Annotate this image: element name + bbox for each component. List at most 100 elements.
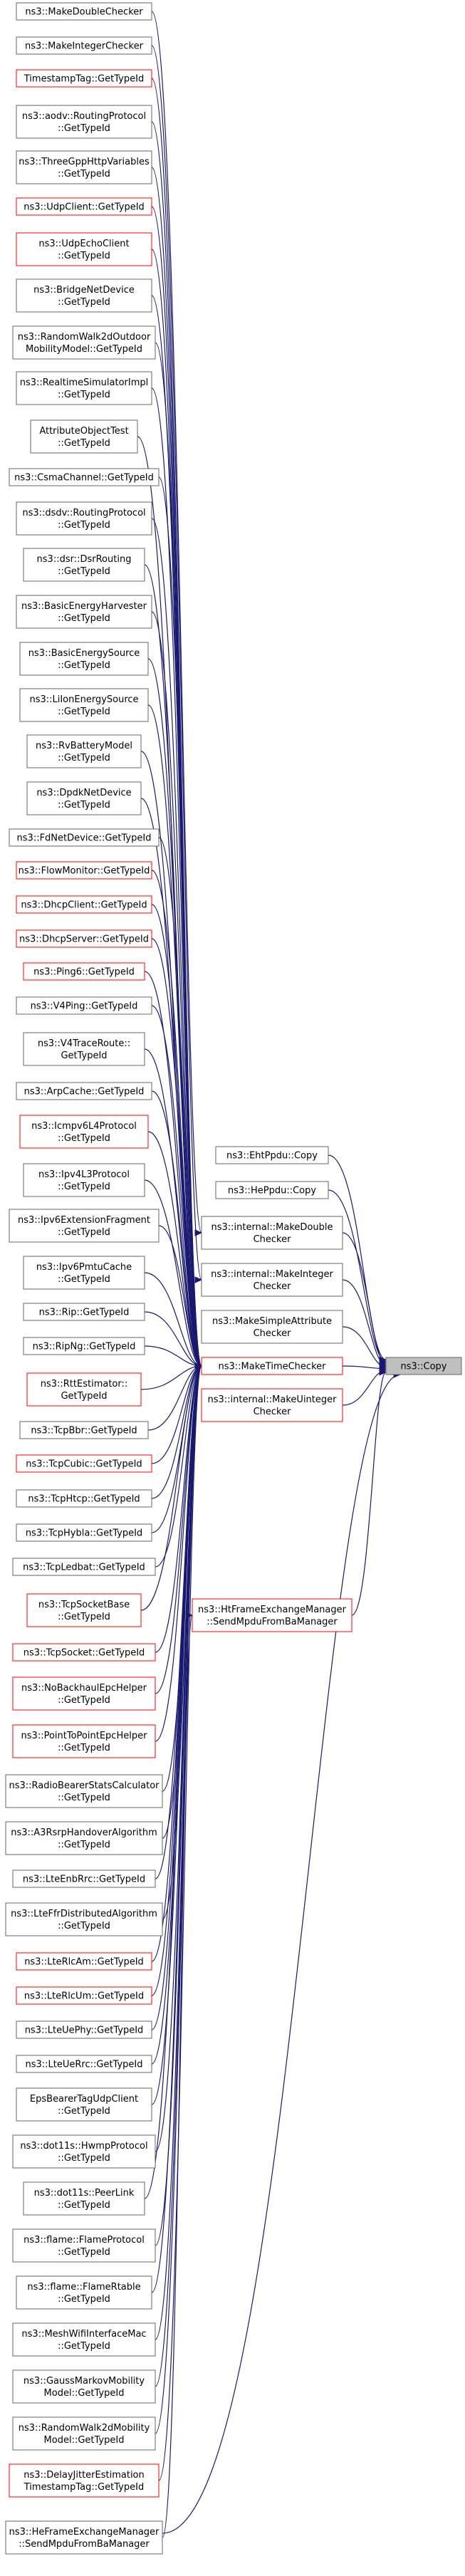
caller-node[interactable]: ns3::UdpClient::GetTypeId <box>16 197 152 216</box>
node-label: ns3::BasicEnergyHarvester <box>21 601 147 612</box>
caller-node[interactable]: ns3::aodv::RoutingProtocol::GetTypeId <box>16 105 152 139</box>
node-label: TimestampTag::GetTypeId <box>23 74 144 85</box>
caller-node[interactable]: ns3::V4TraceRoute::GetTypeId <box>23 1032 145 1066</box>
caller-node[interactable]: ns3::LteUeRrc::GetTypeId <box>16 2055 152 2073</box>
intermediate-node[interactable]: ns3::EhtPpdu::Copy <box>215 1146 329 1164</box>
node-label: ns3::TcpCubic::GetTypeId <box>26 1459 142 1470</box>
node-label: ns3::HtFrameExchangeManager <box>198 1605 347 1615</box>
caller-node[interactable]: ns3::LiIonEnergySource::GetTypeId <box>19 688 149 722</box>
caller-node[interactable]: ns3::TcpHybla::GetTypeId <box>16 1523 152 1542</box>
caller-node[interactable]: ns3::Icmpv6L4Protocol::GetTypeId <box>19 1115 149 1149</box>
caller-node[interactable]: ns3::flame::FlameProtocol::GetTypeId <box>12 2228 156 2263</box>
node-label: GetTypeId <box>61 1050 107 1061</box>
caller-node[interactable]: AttributeObjectTest::GetTypeId <box>30 419 138 454</box>
caller-node[interactable]: ns3::dot11s::HwmpProtocol::GetTypeId <box>12 2134 156 2169</box>
node-label: ns3::TcpHybla::GetTypeId <box>26 1528 142 1539</box>
caller-node[interactable]: ns3::CsmaChannel::GetTypeId <box>9 468 160 486</box>
caller-node[interactable]: ns3::FdNetDevice::GetTypeId <box>9 828 160 847</box>
caller-node[interactable]: ns3::RipNg::GetTypeId <box>23 1337 145 1355</box>
caller-node[interactable]: ns3::TcpLedbat::GetTypeId <box>12 1558 156 1576</box>
intermediate-node[interactable]: ns3::HePpdu::Copy <box>215 1181 329 1199</box>
caller-node[interactable]: ns3::A3RsrpHandoverAlgorithm::GetTypeId <box>5 1821 163 1855</box>
node-label: Checker <box>254 1407 292 1417</box>
node-box <box>16 150 152 184</box>
caller-node[interactable]: ns3::Ipv6PmtuCache::GetTypeId <box>23 1256 145 1290</box>
caller-node[interactable]: ns3::LteEnbRrc::GetTypeId <box>12 1870 156 1888</box>
intermediate-node[interactable]: ns3::internal::MakeIntegerChecker <box>201 1263 343 1297</box>
node-box <box>16 501 152 536</box>
caller-node[interactable]: TimestampTag::GetTypeId <box>16 69 152 88</box>
caller-node[interactable]: ns3::V4Ping::GetTypeId <box>16 996 152 1015</box>
node-box <box>16 36 152 55</box>
caller-node[interactable]: ns3::TcpCubic::GetTypeId <box>16 1454 152 1473</box>
caller-node[interactable]: ns3::PointToPointEpcHelper::GetTypeId <box>12 1724 156 1758</box>
caller-node[interactable]: ns3::BasicEnergySource::GetTypeId <box>19 642 149 676</box>
node-box <box>9 828 160 847</box>
node-label: ns3::ThreeGppHttpVariables <box>19 157 150 167</box>
caller-node[interactable]: ns3::TcpBbr::GetTypeId <box>19 1421 149 1439</box>
edge-line <box>342 1279 387 1366</box>
edge-line <box>140 1365 202 1611</box>
caller-node[interactable]: ns3::dsdv::RoutingProtocol::GetTypeId <box>16 501 152 536</box>
edge-line <box>328 1154 387 1360</box>
caller-node[interactable]: ns3::FlowMonitor::GetTypeId <box>16 861 152 880</box>
caller-node[interactable]: ns3::MeshWifiInterfaceMac::GetTypeId <box>12 2322 156 2357</box>
node-label: ns3::V4Ping::GetTypeId <box>31 1001 138 1012</box>
caller-node[interactable]: ns3::HeFrameExchangeManager::SendMpduFro… <box>5 2520 163 2555</box>
caller-node[interactable]: ns3::RttEstimator::GetTypeId <box>26 1372 142 1407</box>
caller-node[interactable]: ns3::DelayJitterEstimationTimestampTag::… <box>9 2463 160 2498</box>
node-box <box>12 1643 156 1662</box>
caller-node[interactable]: ns3::MakeDoubleChecker <box>16 2 152 21</box>
node-label: ::GetTypeId <box>58 1274 110 1285</box>
caller-node[interactable]: ns3::RandomWalk2dMobilityModel::GetTypeI… <box>12 2416 156 2451</box>
caller-node[interactable]: EpsBearerTagUdpClient::GetTypeId <box>16 2087 152 2122</box>
call-edges <box>137 11 402 2538</box>
node-label: ns3::flame::FlameProtocol <box>23 2235 145 2246</box>
caller-node[interactable]: ns3::NoBackhaulEpcHelper::GetTypeId <box>12 1677 156 1711</box>
intermediate-node[interactable]: ns3::HtFrameExchangeManager::SendMpduFro… <box>192 1598 352 1632</box>
caller-node[interactable]: ns3::RealtimeSimulatorImpl::GetTypeId <box>16 371 152 405</box>
node-label: ns3::internal::MakeUinteger <box>208 1394 338 1405</box>
node-label: ns3::BasicEnergySource <box>28 648 140 659</box>
edge-line <box>162 1374 401 2534</box>
node-label: ::GetTypeId <box>58 1612 110 1622</box>
node-label: ns3::GaussMarkovMobility <box>23 2376 145 2387</box>
caller-node[interactable]: ns3::LteUePhy::GetTypeId <box>16 2020 152 2039</box>
node-label: Checker <box>254 1281 292 1292</box>
edge-line <box>342 1232 387 1364</box>
caller-node[interactable]: ns3::Ipv4L3Protocol::GetTypeId <box>23 1163 145 1197</box>
node-label: ::GetTypeId <box>58 1840 110 1850</box>
caller-node[interactable]: ns3::DpdkNetDevice::GetTypeId <box>26 781 142 815</box>
caller-node[interactable]: ns3::Rip::GetTypeId <box>23 1303 145 1321</box>
caller-node[interactable]: ns3::Ipv6ExtensionFragment::GetTypeId <box>9 1209 160 1243</box>
caller-node[interactable]: ns3::RandomWalk2dOutdoorMobilityModel::G… <box>12 325 156 360</box>
edge-line <box>151 45 202 1281</box>
caller-node[interactable]: ns3::Ping6::GetTypeId <box>23 962 145 981</box>
caller-node[interactable]: ns3::flame::FlameRtable::GetTypeId <box>16 2275 152 2310</box>
caller-node[interactable]: ns3::RadioBearerStatsCalculator::GetType… <box>5 1774 163 1808</box>
caller-node[interactable]: ns3::TcpSocketBase::GetTypeId <box>26 1593 142 1627</box>
intermediate-node[interactable]: ns3::internal::MakeDoubleChecker <box>201 1216 343 1250</box>
caller-node[interactable]: ns3::BridgeNetDevice::GetTypeId <box>16 278 152 313</box>
caller-node[interactable]: ns3::LteRlcUm::GetTypeId <box>16 1986 152 2005</box>
caller-node[interactable]: ns3::dsr::DsrRouting::GetTypeId <box>23 548 145 582</box>
caller-node[interactable]: ns3::MakeIntegerChecker <box>16 36 152 55</box>
caller-node[interactable]: ns3::RvBatteryModel::GetTypeId <box>26 734 142 768</box>
caller-node[interactable]: ns3::TcpHtcp::GetTypeId <box>16 1489 152 1508</box>
node-box <box>23 1303 145 1321</box>
caller-node[interactable]: ns3::TcpSocket::GetTypeId <box>12 1643 156 1662</box>
caller-node[interactable]: ns3::LteFfrDistributedAlgorithm::GetType… <box>5 1902 163 1936</box>
caller-node[interactable]: ns3::UdpEchoClient::GetTypeId <box>16 232 152 266</box>
caller-node[interactable]: ns3::DhcpClient::GetTypeId <box>16 895 152 914</box>
caller-node[interactable]: ns3::BasicEnergyHarvester::GetTypeId <box>16 595 152 629</box>
caller-node[interactable]: ns3::DhcpServer::GetTypeId <box>16 929 152 948</box>
node-label: ::GetTypeId <box>58 613 110 624</box>
caller-node[interactable]: ns3::dot11s::PeerLink::GetTypeId <box>23 2181 145 2216</box>
caller-node[interactable]: ns3::LteRlcAm::GetTypeId <box>16 1952 152 1971</box>
intermediate-node[interactable]: ns3::MakeTimeChecker <box>201 1357 343 1375</box>
caller-node[interactable]: ns3::ArpCache::GetTypeId <box>16 1082 152 1100</box>
caller-node[interactable]: ns3::ThreeGppHttpVariables::GetTypeId <box>16 150 152 184</box>
